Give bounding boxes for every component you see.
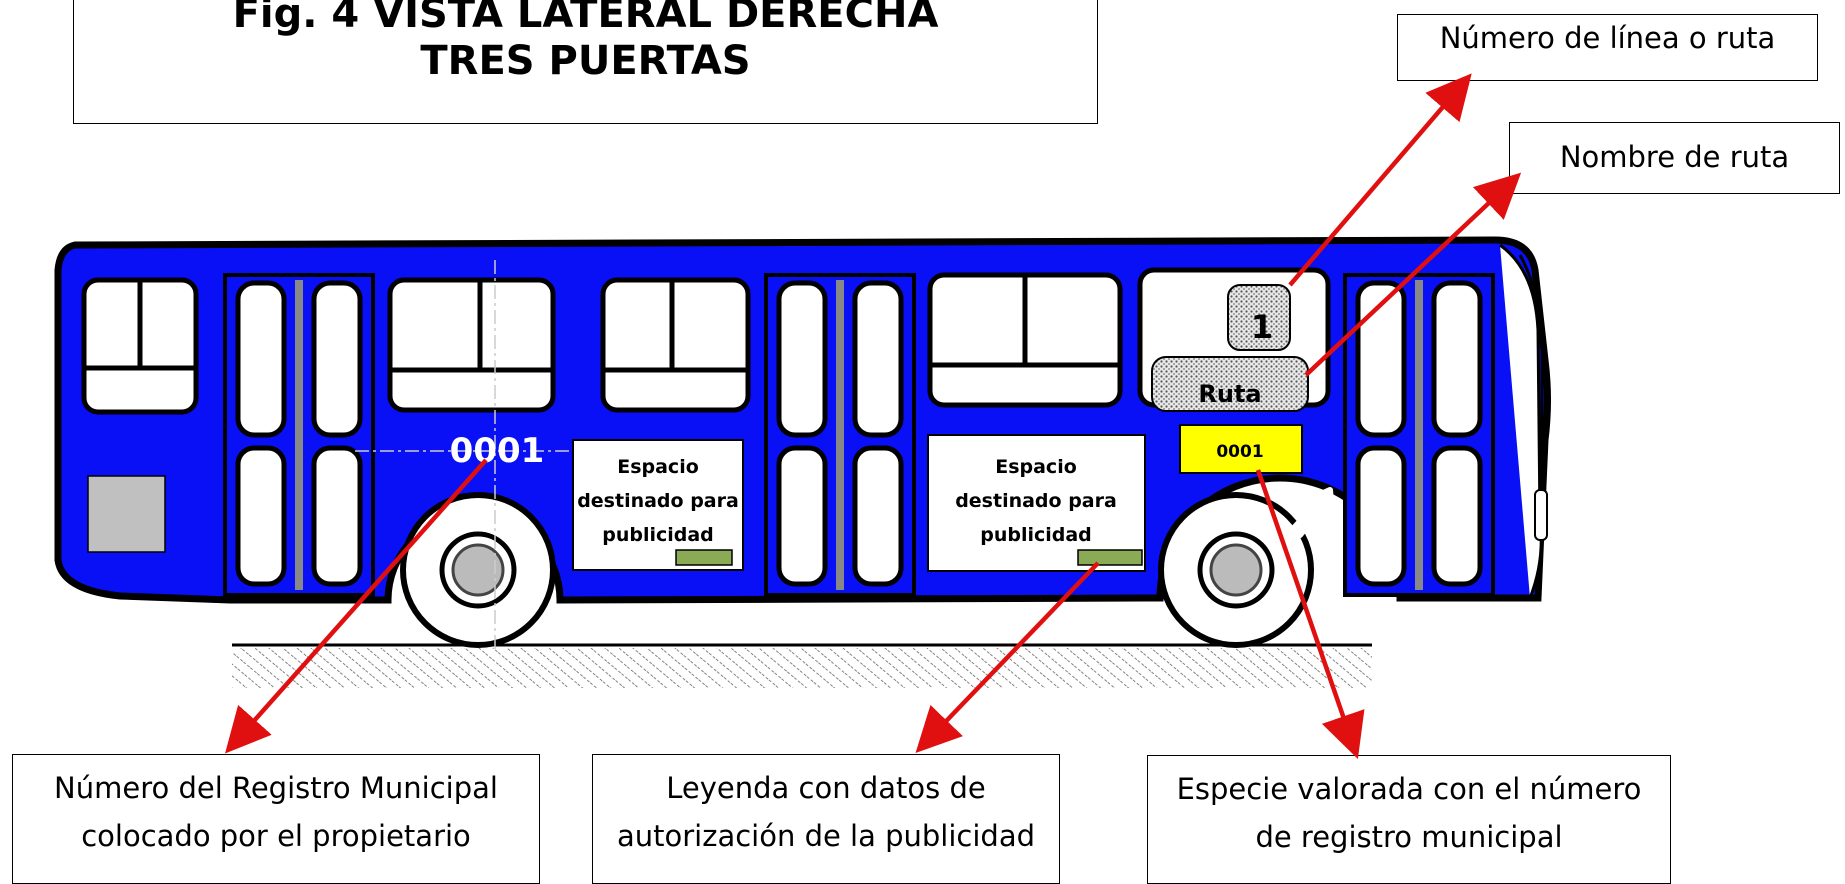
callout-arrows [225,73,1522,760]
route-number-sign-text: 1 [1251,308,1273,346]
route-name-sign-text: Ruta [1198,380,1261,408]
ad-legend-strip-1 [675,549,733,566]
callout-route-number: Número de línea o ruta [1397,14,1818,81]
valued-species-plate: 0001 [1179,424,1303,474]
figure-title-line1: Fig. 4 VISTA LATERAL DERECHA [232,0,939,37]
callout-route-name-text: Nombre de ruta [1559,140,1790,175]
callout-ad-legend-line1: Leyenda con datos de [666,771,986,805]
ground [232,643,1372,688]
ad-space-1-line3: publicidad [602,524,714,546]
rear-window [81,277,199,415]
ad-space-2-line3: publicidad [980,524,1092,546]
rear-grey-panel [87,475,166,553]
door-middle [764,273,916,597]
ad-space-1: Espacio destinado para publicidad [572,439,744,571]
arrow-ad-legend [915,561,1100,753]
door-front [1343,273,1495,597]
callout-municipal-registry-line2: colocado por el propietario [81,818,471,853]
callout-valued-species: Especie valorada con el número de regist… [1147,755,1671,884]
side-window-3 [927,272,1123,408]
ad-space-2-line1: Espacio [995,456,1077,478]
callout-valued-species-line1: Especie valorada con el número [1176,772,1642,806]
door-rear [223,273,375,597]
route-name-sign: Ruta [1151,356,1309,412]
figure-title-box: Fig. 4 VISTA LATERAL DERECHA TRES PUERTA… [73,0,1098,124]
arrow-route-number [1288,73,1472,287]
callout-route-name: Nombre de ruta [1509,122,1840,194]
arrow-municipal-registry [225,458,488,754]
direction-arrow-icon [1289,487,1335,538]
figure-title-line2: TRES PUERTAS [420,38,751,85]
side-window-2 [600,277,751,413]
side-window-1 [387,277,556,413]
ad-space-1-line2: destinado para [577,490,739,512]
callout-valued-species-line2: de registro municipal [1255,819,1563,854]
callout-ad-legend-line2: autorización de la publicidad [617,818,1035,853]
callout-municipal-registry-line1: Número del Registro Municipal [54,771,498,805]
front-wheel [1158,492,1314,648]
arrow-route-name [1304,172,1522,377]
arrow-valued-species [1255,469,1365,760]
route-number-sign: 1 [1227,284,1291,351]
ad-space-2-line2: destinado para [955,490,1117,512]
callout-municipal-registry: Número del Registro Municipal colocado p… [12,754,540,884]
ad-space-1-line1: Espacio [617,456,699,478]
valued-species-plate-text: 0001 [1216,442,1263,462]
registry-guide-lines [355,260,615,650]
ad-legend-strip-2 [1077,549,1143,566]
callout-route-number-text: Número de línea o ruta [1439,21,1776,55]
ad-space-2: Espacio destinado para publicidad [927,434,1146,572]
rear-wheel [400,492,556,648]
registry-number: 0001 [450,431,545,471]
